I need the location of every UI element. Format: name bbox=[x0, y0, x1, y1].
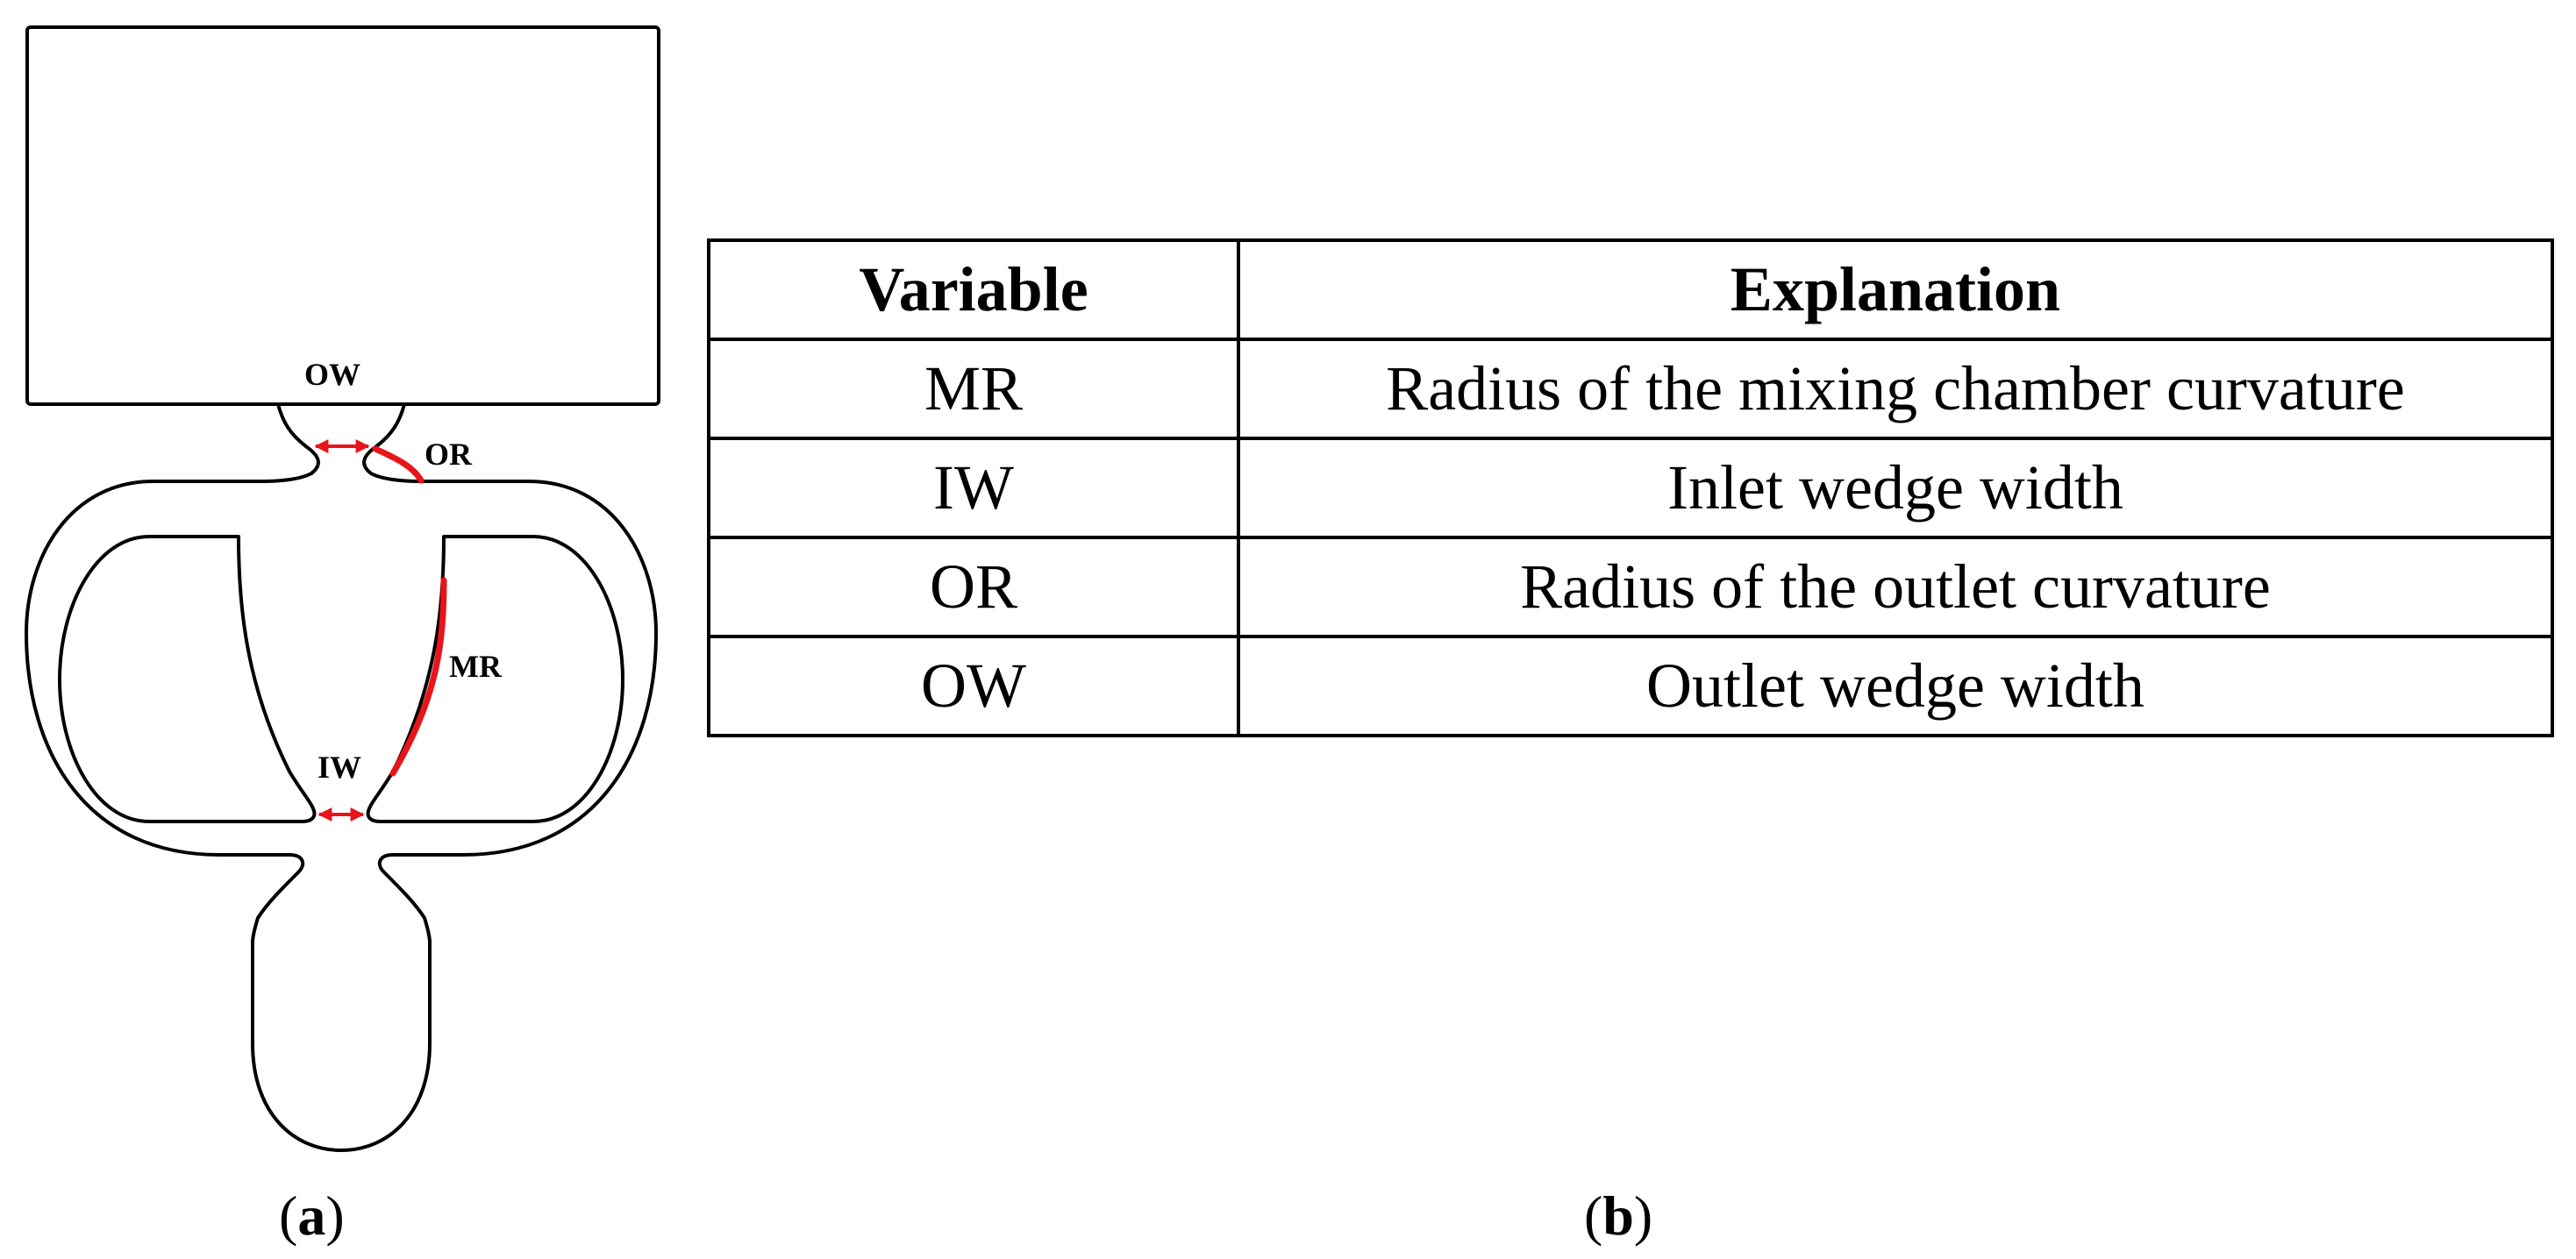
cell-variable: IW bbox=[707, 437, 1240, 539]
outlet-chamber bbox=[25, 25, 660, 406]
table-row: MR Radius of the mixing chamber curvatur… bbox=[707, 338, 2554, 440]
caption-close-paren: ) bbox=[1633, 1184, 1653, 1247]
micromixer-geometry-diagram: OW OR MR IW bbox=[25, 25, 660, 1152]
outlet-curvature-highlight bbox=[372, 445, 425, 484]
label-ow: OW bbox=[304, 357, 360, 392]
cell-variable: OW bbox=[707, 635, 1240, 737]
table-row: IW Inlet wedge width bbox=[707, 437, 2554, 539]
inner-island-left bbox=[58, 535, 317, 823]
table-header-row: Variable Explanation bbox=[707, 238, 2554, 341]
label-iw: IW bbox=[318, 750, 361, 785]
table-row: OR Radius of the outlet curvature bbox=[707, 536, 2554, 638]
caption-open-paren: ( bbox=[1584, 1184, 1603, 1247]
label-mr: MR bbox=[449, 649, 503, 684]
table-row: OW Outlet wedge width bbox=[707, 635, 2554, 737]
mixing-chamber-curvature-highlight bbox=[389, 577, 447, 777]
caption-letter: a bbox=[297, 1184, 326, 1247]
caption-letter: b bbox=[1602, 1184, 1634, 1247]
label-or: OR bbox=[425, 437, 473, 472]
cell-explanation: Outlet wedge width bbox=[1237, 635, 2554, 737]
inner-island-right bbox=[366, 535, 624, 823]
panel-caption-b: (b) bbox=[1584, 1188, 1652, 1244]
outer-channel-outline bbox=[25, 403, 658, 1152]
cell-variable: MR bbox=[707, 338, 1240, 440]
variables-table: Variable Explanation MR Radius of the mi… bbox=[707, 238, 2554, 737]
caption-close-paren: ) bbox=[325, 1184, 345, 1247]
panel-caption-a: (a) bbox=[279, 1188, 345, 1244]
caption-open-paren: ( bbox=[279, 1184, 298, 1247]
cell-explanation: Inlet wedge width bbox=[1237, 437, 2554, 539]
cell-explanation: Radius of the outlet curvature bbox=[1237, 536, 2554, 638]
header-explanation: Explanation bbox=[1237, 238, 2554, 341]
cell-variable: OR bbox=[707, 536, 1240, 638]
header-variable: Variable bbox=[707, 238, 1240, 341]
cell-explanation: Radius of the mixing chamber curvature bbox=[1237, 338, 2554, 440]
